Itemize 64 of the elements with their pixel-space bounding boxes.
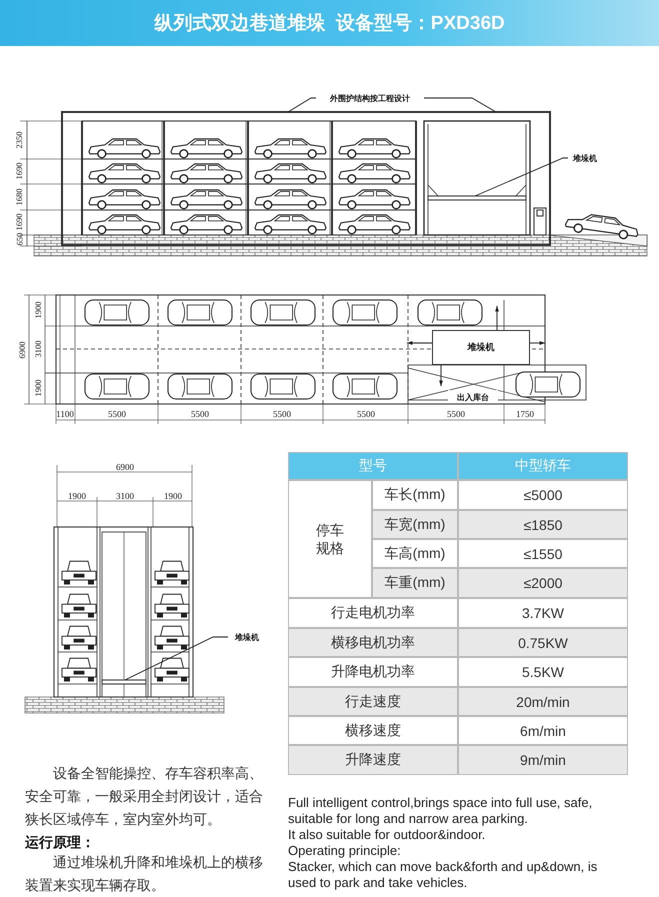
dimension-value: 5500	[446, 409, 466, 419]
stacker-platform	[428, 196, 526, 200]
table-cell: 停车规格	[288, 480, 372, 598]
table-cell: 升降速度	[288, 745, 458, 775]
table-cell: 行走电机功率	[288, 598, 458, 628]
description-text: Stacker, which can move back&forth and up&down, is used to park and take vehicles.	[288, 859, 598, 891]
table-header-cell: 型号	[288, 452, 458, 480]
dimension-value: 1690	[14, 212, 24, 232]
description-text: It also suitable for outdoor&indoor.	[288, 827, 486, 843]
title: 纵列式双边巷道堆垛 设备型号：PXD36D	[154, 12, 505, 36]
table-cell: 横移电机功率	[288, 628, 458, 657]
dimension-value: 1680	[14, 188, 24, 208]
table-cell: ≤5000	[458, 480, 628, 510]
table-cell: 5.5KW	[458, 657, 628, 687]
table-cell: 6m/min	[458, 716, 628, 745]
callout-text: 外围护结构按工程设计	[330, 93, 410, 103]
table-cell: 升降电机功率	[288, 657, 458, 687]
callout-text: 堆垛机	[573, 153, 597, 163]
dimension-value: 3100	[33, 340, 43, 360]
table-cell: 0.75KW	[458, 628, 628, 657]
table-cell: 3.7KW	[458, 598, 628, 628]
description-text: Operating principle:	[288, 843, 402, 859]
dimension-value: 2350	[14, 130, 24, 150]
stacker-box	[432, 330, 530, 365]
enclosure-outline	[61, 111, 551, 246]
table-cell: ≤1550	[458, 539, 628, 568]
table-cell: 车重(mm)	[372, 568, 458, 598]
description-text: Full intelligent control,brings space into full use, safe, suitable for long and narrow area parking.	[288, 795, 594, 827]
table-cell: 车高(mm)	[372, 539, 458, 568]
description-text: 通过堆垛机升降和堆垛机上的横移装置来实现车辆存取。	[25, 853, 264, 895]
stacker-platform	[102, 680, 146, 684]
table-cell: 车宽(mm)	[372, 510, 458, 539]
table-cell: 横移速度	[288, 716, 458, 745]
stacker-label: 堆垛机	[468, 342, 494, 354]
table-cell: 9m/min	[458, 745, 628, 775]
dimension-value: 1900	[33, 300, 43, 320]
dimension-value: 5500	[272, 409, 292, 419]
area-label: 出入库台	[448, 390, 498, 402]
dimension-value: 6900	[115, 462, 135, 472]
leader-line	[288, 98, 316, 112]
table-cell: 20m/min	[458, 687, 628, 716]
dimension-value: 650	[14, 234, 24, 246]
table-cell: ≤2000	[458, 568, 628, 598]
table-cell: 车长(mm)	[372, 480, 458, 510]
dimension-value: 1900	[33, 378, 43, 398]
description-text: 设备全智能操控、存车容积率高、安全可靠，一般采用全封闭设计，适合狭长区域停车，室内室外均可。	[25, 764, 264, 829]
leader-line	[124, 636, 228, 680]
dimension-value: 1900	[67, 491, 87, 501]
dimension-value: 1690	[14, 162, 24, 182]
table-header-cell: 中型轿车	[458, 452, 628, 480]
dimension-value: 5500	[190, 409, 210, 419]
dimension-value: 1750	[515, 409, 535, 419]
leader-line	[424, 98, 496, 112]
callout-text: 堆垛机	[235, 632, 259, 642]
dimension-value: 6900	[17, 340, 27, 360]
dimension-value: 3100	[115, 491, 135, 501]
dimension-value: 1100	[55, 409, 75, 419]
leader-line	[474, 158, 568, 196]
dimension-value: 5500	[107, 409, 127, 419]
table-cell: ≤1850	[458, 510, 628, 539]
dimension-value: 1900	[163, 491, 183, 501]
dimension-value: 5500	[356, 409, 376, 419]
section-heading: 运行原理：	[25, 833, 96, 851]
table-cell: 行走速度	[288, 687, 458, 716]
